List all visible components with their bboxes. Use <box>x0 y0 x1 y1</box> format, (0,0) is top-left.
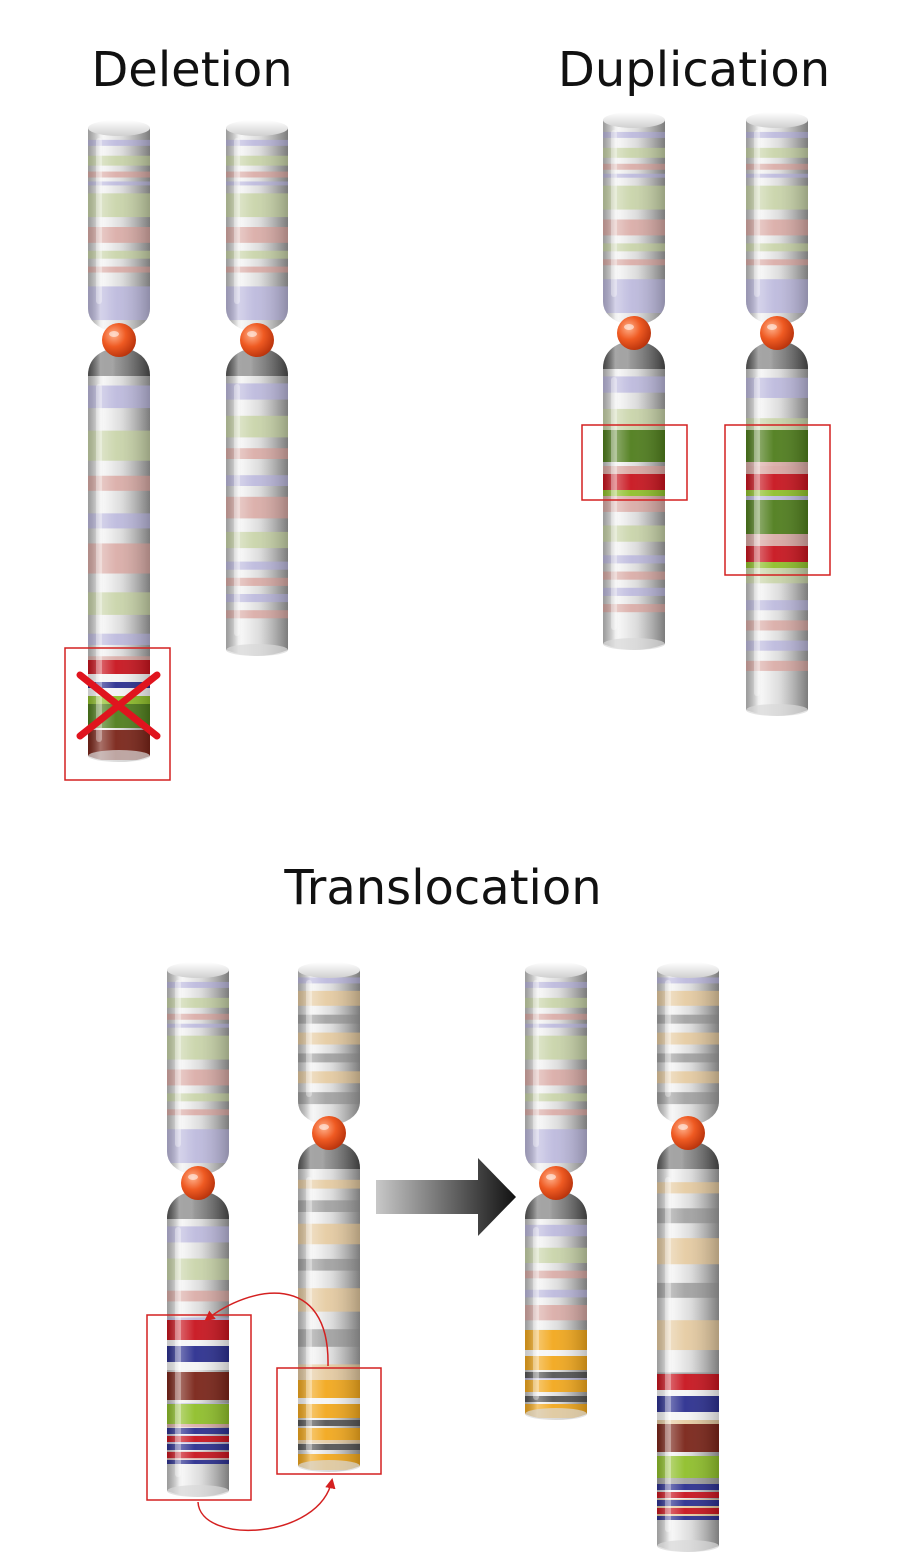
duplication-highlight-box-duplicated <box>724 424 831 576</box>
chromosome-translocation-b-before <box>298 962 360 1472</box>
chromosome-translocation-b-after <box>657 962 719 1552</box>
centromere <box>617 316 651 350</box>
duplication-highlight-box-original <box>581 424 688 501</box>
chromosome-cap <box>88 120 150 136</box>
chromosome-cap <box>525 962 587 978</box>
chromosome-deletion-1 <box>88 120 150 762</box>
centromere <box>312 1116 346 1150</box>
chromosome-duplication-2 <box>746 112 808 716</box>
centromere <box>671 1116 705 1150</box>
title-deletion: Deletion <box>91 42 292 98</box>
arrow-right-icon <box>376 1158 516 1236</box>
x-mark-icon <box>76 671 161 740</box>
chromosome-duplication-1 <box>603 112 665 650</box>
chromosome-deletion-2 <box>226 120 288 656</box>
chromosome-cap <box>603 112 665 128</box>
chromosome-cap <box>298 962 360 978</box>
chromosome-translocation-a-before <box>167 962 229 1497</box>
curved-arrow-icon <box>204 1292 329 1367</box>
translocation-highlight-box-a <box>146 1314 252 1501</box>
centromere <box>760 316 794 350</box>
title-duplication: Duplication <box>558 42 830 98</box>
chromosome-cap <box>226 120 288 136</box>
centromere <box>240 323 274 357</box>
deletion-highlight-box <box>64 647 171 781</box>
chromosome-cap <box>657 962 719 978</box>
chromosome-translocation-a-after <box>525 962 587 1420</box>
centromere <box>102 323 136 357</box>
centromere <box>181 1166 215 1200</box>
centromere <box>539 1166 573 1200</box>
curved-arrow-icon-return <box>197 1477 336 1531</box>
title-translocation: Translocation <box>283 860 601 916</box>
chromosomes-layer <box>88 112 808 1552</box>
chromosome-cap <box>167 962 229 978</box>
translocation-highlight-box-b <box>276 1367 382 1475</box>
chromosome-cap <box>746 112 808 128</box>
